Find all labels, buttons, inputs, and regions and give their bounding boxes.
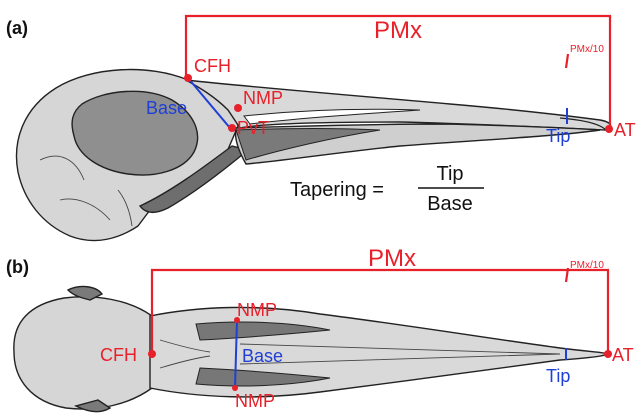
panel-a-label: (a) bbox=[6, 18, 28, 38]
panel-b-label: (b) bbox=[6, 257, 29, 277]
base-label-a: Base bbox=[146, 98, 187, 118]
pmx-fraction-label-b: PMx/10 bbox=[570, 260, 604, 271]
pmx-label-b: PMx bbox=[368, 245, 416, 272]
at-point-a bbox=[605, 125, 613, 133]
pmx-label-a: PMx bbox=[374, 17, 422, 44]
at-label-a: AT bbox=[614, 120, 636, 140]
at-label-b: AT bbox=[612, 345, 634, 365]
formula-lhs: Tapering = bbox=[290, 179, 384, 201]
pvt-label-a: PvT bbox=[237, 118, 269, 138]
nmp-point-a bbox=[234, 104, 242, 112]
cfh-point-a bbox=[184, 74, 192, 82]
pmx-fraction-label-a: PMx/10 bbox=[570, 44, 604, 55]
panel-a: (a) PMx PMx/10 Base Tip bbox=[6, 16, 636, 241]
cfh-label-b: CFH bbox=[100, 345, 137, 365]
nmp-top-label-b: NMP bbox=[237, 300, 277, 320]
tip-label-b: Tip bbox=[546, 366, 570, 386]
panel-b: (b) PMx PMx/10 Base Tip CFH NMP NMP bbox=[6, 245, 634, 412]
pvt-point-a bbox=[228, 124, 236, 132]
tip-label-a: Tip bbox=[546, 126, 570, 146]
nmp-label-a: NMP bbox=[243, 88, 283, 108]
pmx-tenth-tick-a bbox=[566, 54, 568, 68]
tapering-formula: Tapering = Tip Base bbox=[290, 163, 484, 215]
at-point-b bbox=[604, 350, 612, 358]
cfh-point-b bbox=[148, 350, 156, 358]
cfh-label-a: CFH bbox=[194, 56, 231, 76]
formula-numerator: Tip bbox=[436, 163, 463, 185]
formula-denominator: Base bbox=[427, 193, 473, 215]
skull-lateral-drawing bbox=[17, 70, 611, 241]
base-label-b: Base bbox=[242, 346, 283, 366]
nmp-bottom-label-b: NMP bbox=[235, 391, 275, 411]
